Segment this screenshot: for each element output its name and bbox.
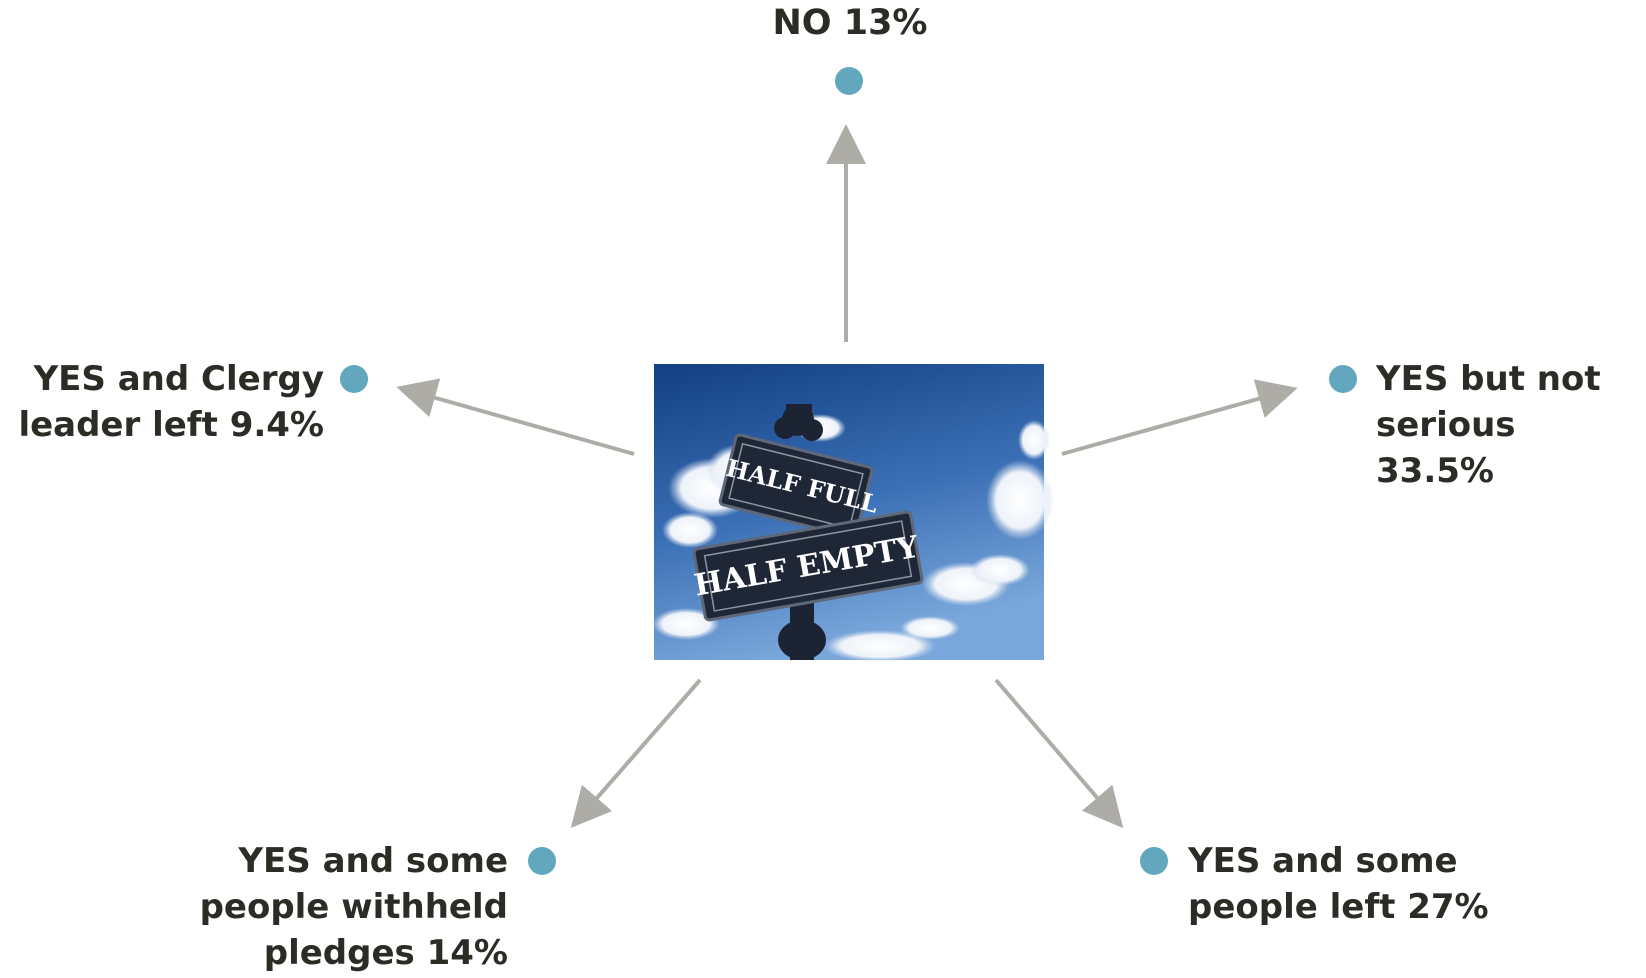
arrow-right	[1061, 379, 1298, 456]
cloud-shapes	[652, 414, 1054, 662]
arrow-left	[396, 378, 635, 456]
dot-yes-people-withheld	[528, 847, 556, 875]
arrow-down-right	[994, 678, 1124, 829]
dot-yes-not-serious	[1329, 365, 1357, 393]
dot-no	[835, 67, 863, 95]
label-yes-people-left: YES and some people left 27%	[1188, 841, 1489, 927]
dot-yes-clergy-left	[340, 365, 368, 393]
dot-yes-people-left	[1140, 847, 1168, 875]
label-yes-people-withheld: YES and some people withheld pledges 14%	[199, 841, 508, 973]
sign-ornament	[774, 404, 823, 441]
label-yes-not-serious: YES but not serious 33.5%	[1376, 359, 1601, 491]
arrow-down-left	[570, 678, 702, 829]
label-yes-clergy-left: YES and Clergy leader left 9.4%	[18, 359, 324, 445]
center-image: HALF FULL HALF EMPTY	[652, 364, 1054, 662]
sign-top-board	[718, 433, 874, 539]
label-no: NO 13%	[772, 3, 928, 43]
sign-bottom-board	[692, 510, 924, 622]
